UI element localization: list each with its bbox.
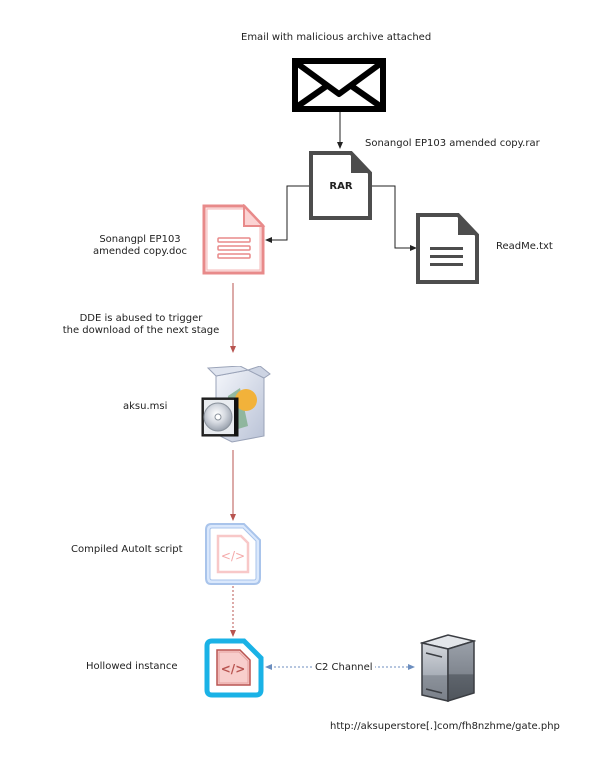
archive-file-icon xyxy=(309,151,372,220)
email-node xyxy=(292,58,386,112)
dde-note-line1: DDE is abused to trigger xyxy=(79,313,203,324)
edge-rar-to-readme xyxy=(371,185,417,251)
doc-label-line2: amended copy.doc xyxy=(93,246,187,257)
dde-note-line2: the download of the next stage xyxy=(62,325,220,336)
edge-rar-to-doc xyxy=(265,185,310,243)
readme-node xyxy=(416,213,480,285)
envelope-icon xyxy=(292,58,386,112)
svg-text:</>: </> xyxy=(221,549,245,563)
autoit-label: Compiled AutoIt script xyxy=(71,544,183,555)
msi-node xyxy=(194,366,276,444)
svg-text:</>: </> xyxy=(221,662,246,676)
rar-label: Sonangol EP103 amended copy.rar xyxy=(365,138,540,149)
dde-note: DDE is abused to trigger the download of… xyxy=(50,313,232,337)
doc-label-line1: Sonangpl EP103 xyxy=(99,234,181,245)
diagram-title: Email with malicious archive attached xyxy=(241,32,432,43)
c2-channel-label: C2 Channel xyxy=(313,662,375,674)
server-icon xyxy=(420,634,476,703)
readme-label: ReadMe.txt xyxy=(496,241,553,252)
doc-label: Sonangpl EP103 amended copy.doc xyxy=(90,234,190,258)
code-file-icon: </> xyxy=(205,523,261,585)
doc-node xyxy=(202,204,266,276)
installer-package-icon xyxy=(201,366,271,443)
server-node xyxy=(420,633,476,703)
hollowed-node: </> xyxy=(204,638,264,698)
code-file-icon: </> xyxy=(204,638,264,698)
autoit-node: </> xyxy=(204,522,262,586)
server-url: http://aksuperstore[.]com/fh8nzhme/gate.… xyxy=(330,721,560,732)
rar-badge: RAR xyxy=(329,181,353,192)
hollowed-label: Hollowed instance xyxy=(86,661,178,672)
msi-label: aksu.msi xyxy=(123,401,168,412)
text-file-icon xyxy=(416,213,479,284)
rar-node: RAR xyxy=(309,151,373,221)
document-icon xyxy=(202,204,266,275)
